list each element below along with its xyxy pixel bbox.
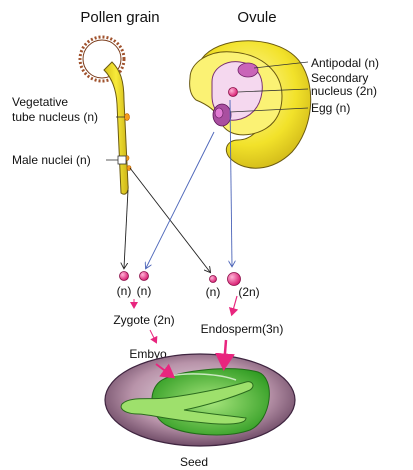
endosperm-label: Endosperm(3n)	[201, 322, 284, 336]
male-nucleus-endosperm	[209, 275, 217, 283]
egg-leader-line	[229, 107, 309, 113]
secondary-label-line2: nucleus (2n)	[311, 84, 377, 98]
ovule-title: Ovule	[237, 9, 276, 26]
zygote-to-embryo-arrow	[149, 329, 158, 344]
male-nucleus-zygote	[119, 271, 129, 281]
embryo-pointer-arrow	[155, 363, 176, 379]
male-nuclei-pointer-box	[117, 155, 127, 165]
embryo-shape	[120, 381, 254, 425]
antipodal-cells	[237, 62, 259, 78]
egg-cell	[214, 107, 224, 119]
endosperm-2n-label: (2n)	[238, 285, 259, 299]
antipodal-label: Antipodal (n)	[311, 56, 379, 70]
secondary-to-endosperm-arrow	[230, 99, 232, 266]
zygote-n-label-1: (n)	[117, 284, 132, 298]
zygote-label: Zygote (2n)	[113, 313, 174, 327]
pollen-grain-title: Pollen grain	[80, 9, 159, 26]
male-nuclei-label: Male nuclei (n)	[12, 153, 91, 167]
male-nucleus-2	[126, 165, 132, 171]
secondary-nucleus	[228, 87, 238, 97]
vegetative-label-line1: Vegetative	[12, 95, 68, 109]
secondary-label-line1: Secondary	[311, 71, 368, 85]
secondary-leader-line	[237, 88, 309, 93]
vegetative-label-line2: tube nucleus (n)	[12, 110, 98, 124]
male-to-zygote-arrow	[124, 189, 129, 268]
egg-label: Egg (n)	[311, 101, 350, 115]
secondary-nucleus-endosperm	[227, 272, 241, 286]
embryo-label: Embyo	[129, 347, 167, 361]
seed-label: Seed	[180, 455, 208, 469]
ovule-illustration	[189, 40, 312, 169]
egg-to-zygote-arrow	[146, 131, 215, 268]
endosperm-n-label: (n)	[206, 285, 221, 299]
seed-illustration	[104, 353, 296, 447]
to-endosperm-arrow	[228, 295, 239, 317]
zygote-n-label-2: (n)	[137, 284, 152, 298]
endosperm-pointer-arrow	[214, 339, 235, 371]
antipodal-leader-line	[253, 61, 309, 69]
egg-nucleus-zygote	[139, 271, 149, 281]
vegetative-tube-nucleus	[124, 113, 130, 121]
